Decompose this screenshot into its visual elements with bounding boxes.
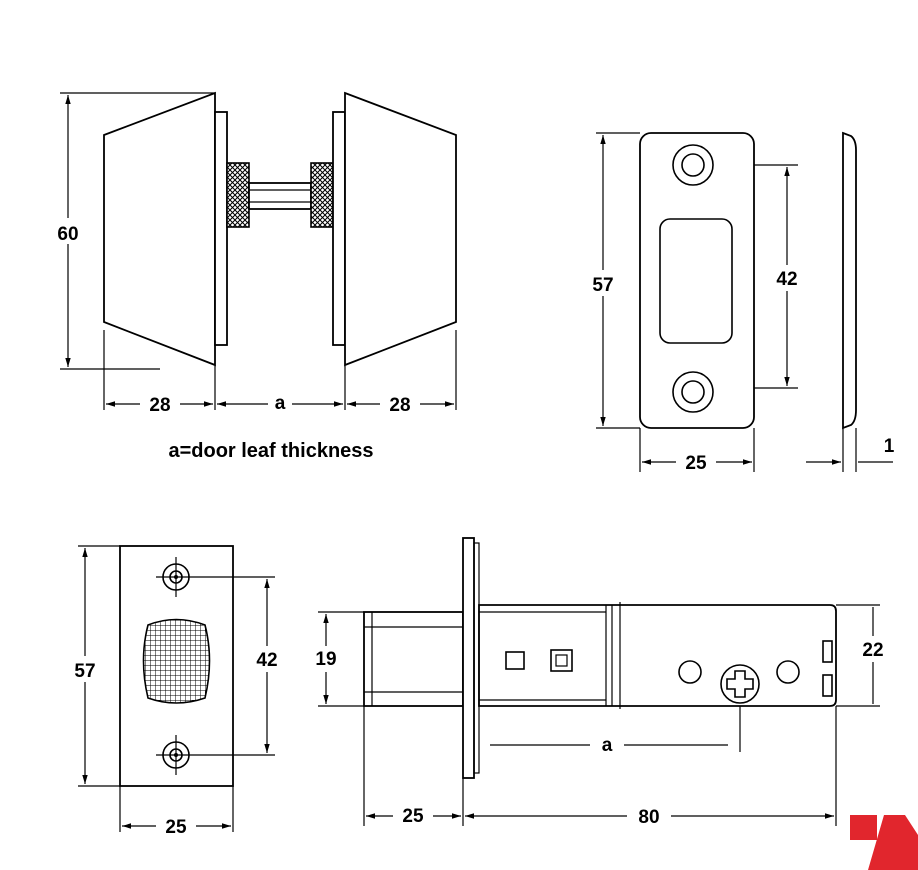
knob-height-label: 60 xyxy=(57,224,78,245)
latch-body xyxy=(478,604,837,707)
door-thickness-a-label: a xyxy=(602,735,613,756)
right-knob xyxy=(344,91,457,367)
right-knurled-collar xyxy=(310,162,334,228)
striker-width-label: 25 xyxy=(685,453,707,474)
body-square-slot-2 xyxy=(550,649,573,672)
backset-label: 80 xyxy=(638,807,659,828)
brand-logo-square xyxy=(850,815,877,840)
brand-logo-wedge xyxy=(868,815,918,870)
body-square-slot-1 xyxy=(505,651,525,670)
right-rose xyxy=(332,111,346,346)
knob-set-view: 60 28 a 28 a=door leaf thickness xyxy=(50,91,457,462)
body-height-label: 22 xyxy=(862,640,883,661)
left-knurled-collar xyxy=(226,162,250,228)
latch-plate-height-label: 57 xyxy=(74,661,95,682)
striker-bolt-opening xyxy=(659,218,733,344)
door-gap-label: a xyxy=(275,393,286,414)
body-hole-right xyxy=(776,660,800,684)
door-leaf-caption: a=door leaf thickness xyxy=(168,440,373,462)
spindle xyxy=(248,182,312,210)
spindle-hole xyxy=(720,664,760,704)
body-hole-left xyxy=(678,660,702,684)
latch-plate-hole-spacing-label: 42 xyxy=(256,650,277,671)
cross-spindle-icon xyxy=(726,670,754,698)
striker-bottom-hole-outer xyxy=(672,371,714,413)
striker-hole-spacing-label: 42 xyxy=(776,269,797,290)
left-rose xyxy=(214,111,228,346)
latch-bolt-view: 19 22 a 25 80 xyxy=(308,537,891,828)
striker-side-profile xyxy=(842,131,857,430)
bolt-height-label: 19 xyxy=(315,649,336,670)
striker-thickness-label: 1 xyxy=(884,436,895,457)
striker-top-hole-outer xyxy=(672,144,714,186)
left-knob-depth-label: 28 xyxy=(149,395,170,416)
striker-plate-view: 57 42 25 1 xyxy=(585,131,895,474)
left-knob xyxy=(103,91,216,367)
bolt-length-label: 25 xyxy=(402,806,424,827)
latch-front-plate xyxy=(462,537,475,779)
right-knob-depth-label: 28 xyxy=(389,395,410,416)
striker-plate xyxy=(639,132,755,429)
latch-plate-view: 57 42 25 xyxy=(67,545,285,838)
brand-logo xyxy=(850,815,918,870)
latch-plate-width-label: 25 xyxy=(165,817,187,838)
striker-height-label: 57 xyxy=(592,275,613,296)
latch-bolt-face xyxy=(142,618,211,704)
latch-bolt xyxy=(363,611,464,707)
